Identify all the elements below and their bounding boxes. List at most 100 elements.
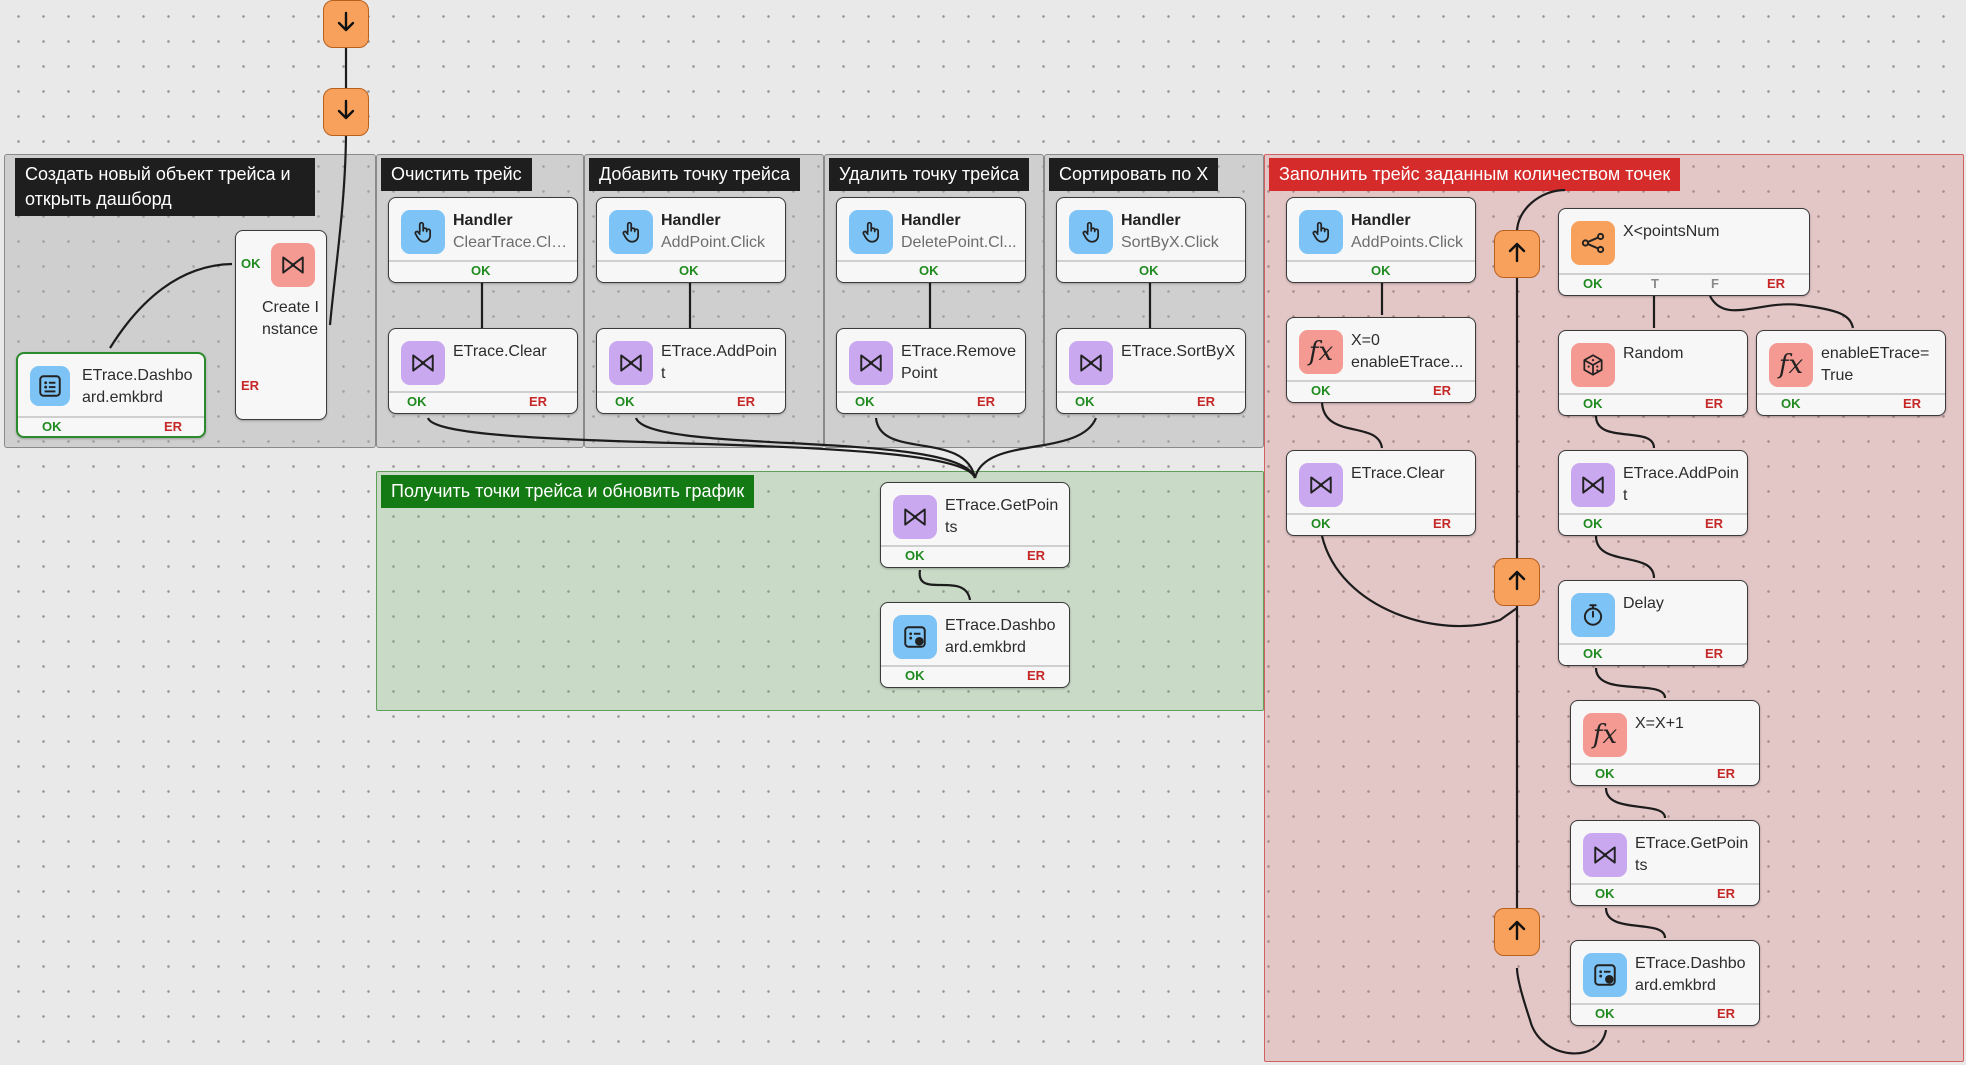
node-formula-x0[interactable]: fx X=0 enableETrace... OK ER [1286,317,1476,403]
port-er[interactable]: ER [1705,646,1724,661]
port-ok[interactable]: OK [407,394,427,409]
wire-add-delay [1594,535,1656,579]
port-ok[interactable]: OK [1583,646,1603,661]
node-dashboard-create[interactable]: ETrace.Dashboard.emkbrd OK ER [16,352,206,438]
port-ok[interactable]: OK [905,548,925,563]
node-condition-label: X<pointsNum [1623,223,1720,240]
node-handler-delete[interactable]: Handler DeletePoint.Cl... OK [836,197,1026,283]
node-etrace-remove[interactable]: ETrace.RemovePoint OK ER [836,328,1026,414]
wire-entry-create [328,129,348,326]
wire-clear-arrow [1320,535,1518,628]
port-ok[interactable]: OK [919,263,939,278]
bowtie-icon [849,341,893,385]
group-sort-title: Сортировать по X [1049,158,1219,191]
node-formula-enable[interactable]: fx enableETrace=True OK ER [1756,330,1946,416]
bowtie-icon [1069,341,1113,385]
port-er[interactable]: ER [737,394,756,409]
port-ok[interactable]: OK [1371,263,1391,278]
port-er[interactable]: ER [1717,1006,1736,1021]
port-er[interactable]: ER [1027,668,1046,683]
flow-arrow-up-1[interactable] [1494,230,1540,278]
bowtie-icon [1571,463,1615,507]
port-ok[interactable]: OK [1139,263,1159,278]
handler-title: Handler [1351,212,1411,229]
node-etrace-clear[interactable]: ETrace.Clear OK ER [388,328,578,414]
port-er[interactable]: ER [1433,516,1452,531]
port-er[interactable]: ER [1433,383,1452,398]
flow-arrow-up-2[interactable] [1494,558,1540,606]
port-er[interactable]: ER [977,394,996,409]
node-handler-sort[interactable]: Handler SortByX.Click OK [1056,197,1246,283]
wire-arrow-cond [1515,188,1566,233]
port-ok[interactable]: OK [1583,516,1603,531]
wire-dash-create [109,262,233,349]
node-etrace-getpoints[interactable]: ETrace.GetPoints OK ER [880,482,1070,568]
handler-title: Handler [1121,212,1181,229]
port-er[interactable]: ER [1903,396,1922,411]
node-etrace-addpoint[interactable]: ETrace.AddPoint OK ER [596,328,786,414]
flow-arrow-down-1[interactable] [323,0,369,48]
port-ok[interactable]: OK [42,419,62,434]
port-er[interactable]: ER [1705,396,1724,411]
port-ok[interactable]: OK [1595,766,1615,781]
port-er[interactable]: ER [1717,766,1736,781]
node-create-instance[interactable]: Create Instance OK ER [235,230,327,420]
node-etrace-clear-2[interactable]: ETrace.Clear OK ER [1286,450,1476,536]
node-handler-fill[interactable]: Handler AddPoints.Click OK [1286,197,1476,283]
port-true[interactable]: T [1651,276,1659,291]
port-ok[interactable]: OK [615,394,635,409]
flow-arrow-up-3[interactable] [1494,908,1540,956]
port-ok[interactable]: OK [1781,396,1801,411]
port-er[interactable]: ER [164,419,183,434]
wire-cond-enable [1709,295,1855,329]
node-etrace-remove-label: ETrace.RemovePoint [901,343,1016,382]
port-ok[interactable]: OK [1583,396,1603,411]
node-random[interactable]: Random OK ER [1558,330,1748,416]
port-ok[interactable]: OK [679,263,699,278]
port-ok[interactable]: OK [1075,394,1095,409]
handler-event: AddPoint.Click [661,234,766,251]
node-etrace-sort[interactable]: ETrace.SortByX OK ER [1056,328,1246,414]
port-er[interactable]: ER [1717,886,1736,901]
arrow-down-icon [334,98,358,127]
node-etrace-getpoints-2[interactable]: ETrace.GetPoints OK ER [1570,820,1760,906]
port-ok[interactable]: OK [1583,276,1603,291]
port-false[interactable]: F [1711,276,1719,291]
node-etrace-clear-label: ETrace.Clear [453,343,547,360]
port-ok[interactable]: OK [1595,886,1615,901]
port-ok[interactable]: OK [1311,516,1331,531]
port-ok[interactable]: OK [241,256,261,271]
node-delay[interactable]: Delay OK ER [1558,580,1748,666]
port-er[interactable]: ER [1197,394,1216,409]
port-ok[interactable]: OK [855,394,875,409]
port-er[interactable]: ER [529,394,548,409]
node-dashboard-get[interactable]: ETrace.Dashboard.emkbrd OK ER [880,602,1070,688]
wire-sort-get [973,417,1098,479]
wire-get-dash2 [1604,907,1667,939]
flow-arrow-down-2[interactable] [323,88,369,136]
node-condition[interactable]: X<pointsNum OK T F ER [1558,208,1810,296]
branch-icon [1571,221,1615,265]
port-er[interactable]: ER [1027,548,1046,563]
node-dashboard-get-label: ETrace.Dashboard.emkbrd [945,617,1056,656]
port-er[interactable]: ER [1705,516,1724,531]
node-etrace-addpoint-label: ETrace.AddPoint [661,343,777,382]
node-etrace-addpoint-2-label: ETrace.AddPoint [1623,465,1739,504]
hand-pointer-icon [849,210,893,254]
node-handler-add[interactable]: Handler AddPoint.Click OK [596,197,786,283]
port-er[interactable]: ER [1767,276,1786,291]
node-formula-xinc[interactable]: fx X=X+1 OK ER [1570,700,1760,786]
port-ok[interactable]: OK [1311,383,1331,398]
port-ok[interactable]: OK [1595,1006,1615,1021]
wire-add-get [634,417,977,479]
port-ok[interactable]: OK [471,263,491,278]
node-dashboard-fill[interactable]: ETrace.Dashboard.emkbrd OK ER [1570,940,1760,1026]
port-er[interactable]: ER [241,378,260,393]
arrow-up-icon [1505,240,1529,269]
port-ok[interactable]: OK [905,668,925,683]
node-handler-clear[interactable]: Handler ClearTrace.Click OK [388,197,578,283]
wire-random-add [1594,415,1656,449]
node-etrace-addpoint-2[interactable]: ETrace.AddPoint OK ER [1558,450,1748,536]
node-etrace-getpoints-2-label: ETrace.GetPoints [1635,835,1749,874]
